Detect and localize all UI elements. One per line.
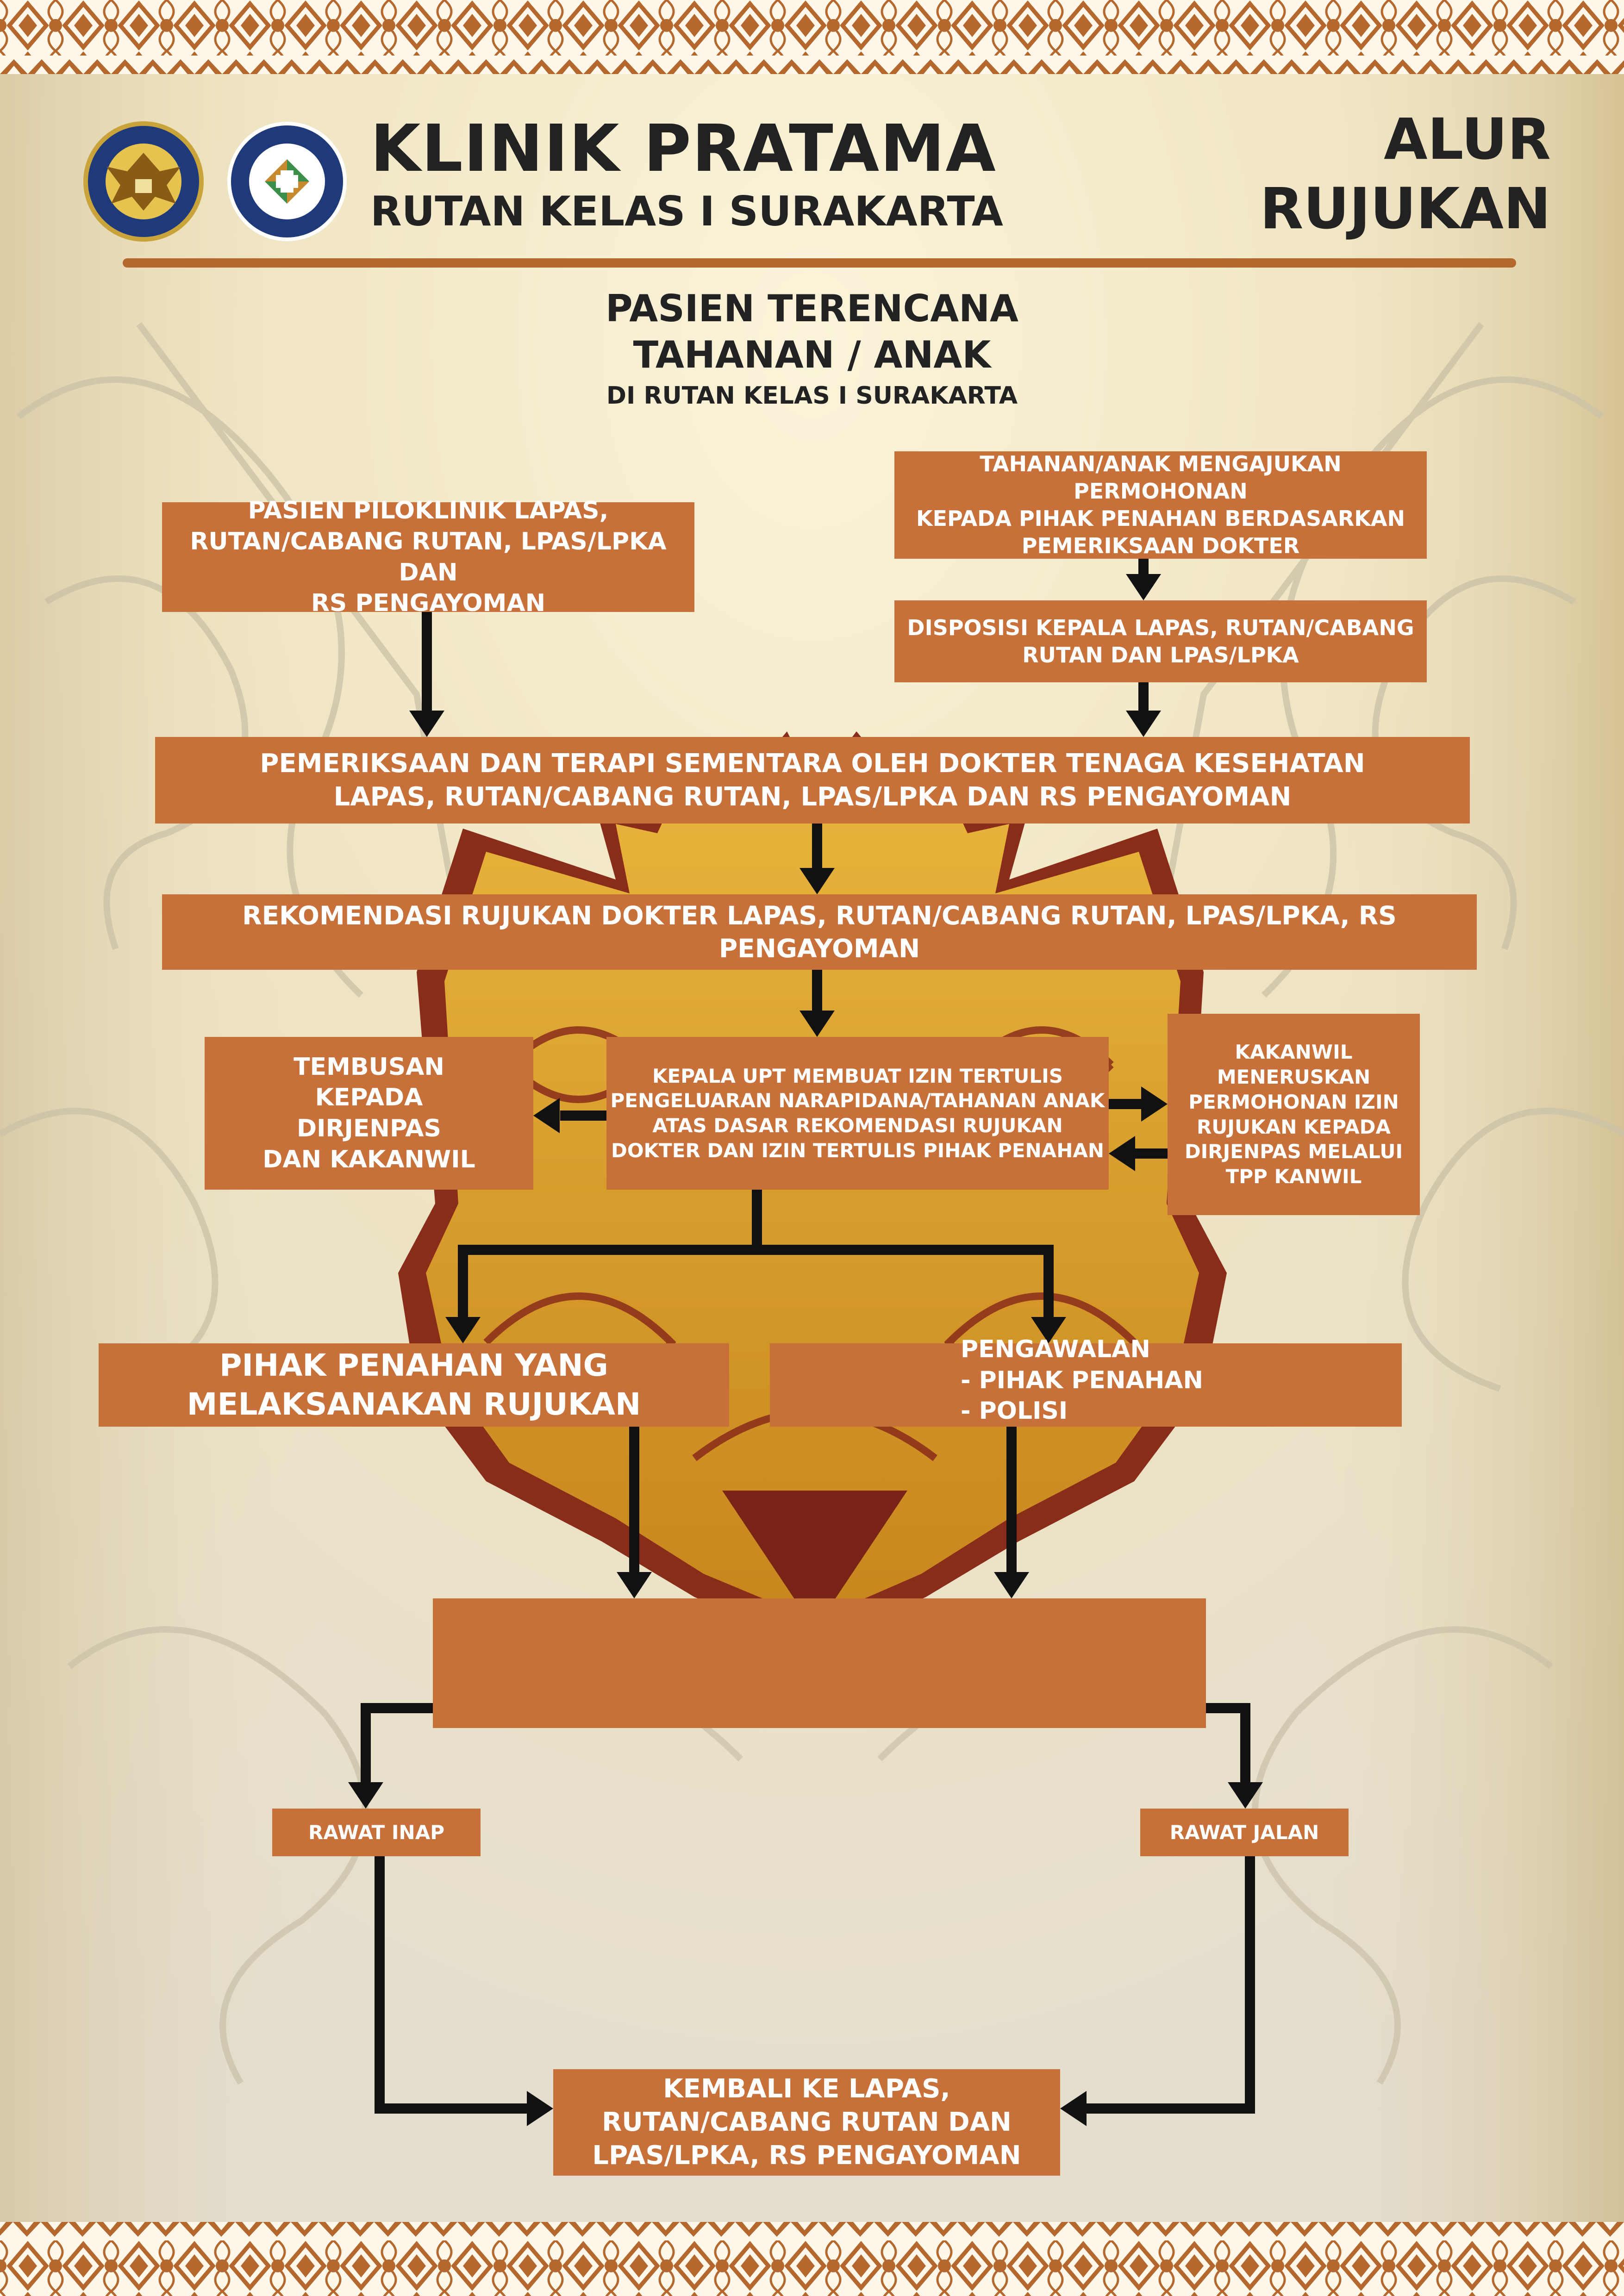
label-poliklinik: PASIEN PILOKLINIK LAPAS, RUTAN/CABANG RU…	[190, 497, 667, 618]
arrow-pemeriksaan-to-rekomendasi-head	[800, 868, 835, 894]
label-izin: KEPALA UPT MEMBUAT IZIN TERTULIS PENGELU…	[610, 1064, 1105, 1162]
box-rawat-inap	[272, 1809, 481, 1856]
label-pengawalan: PENGAWALAN - PIHAK PENAHAN - POLISI	[961, 1335, 1203, 1425]
label-disposisi: DISPOSISI KEPALA LAPAS, RUTAN/CABANG RUT…	[907, 615, 1414, 668]
box-rumah-sakit	[433, 1598, 1206, 1728]
arrow-split-left-head	[445, 1317, 481, 1343]
arrow-jalan-to-kembali-head	[1060, 2091, 1087, 2126]
doc-title-line2: RUJUKAN	[1260, 176, 1551, 242]
flow-boxes	[99, 451, 1477, 2176]
box-pihak-penahan	[99, 1343, 729, 1427]
label-pemeriksaan: PEMERIKSAAN DAN TERAPI SEMENTARA OLEH DO…	[260, 748, 1365, 812]
label-rumah-sakit	[433, 1598, 1206, 1728]
arrow-rs-to-inap-head	[348, 1782, 383, 1809]
arrow-izin-split-line	[458, 1190, 762, 1319]
label-permohonan: TAHANAN/ANAK MENGAJUKAN PERMOHONAN KEPAD…	[916, 451, 1405, 558]
box-tembusan	[205, 1037, 533, 1190]
label-kakanwil: KAKANWIL MENERUSKAN PERMOHONAN IZIN RUJU…	[1184, 1041, 1403, 1188]
arrow-rs-to-jalan-line	[1206, 1703, 1250, 1785]
arrow-kakanwil-to-izin-head	[1109, 1136, 1135, 1171]
arrow-izin-to-kakanwil-head	[1141, 1086, 1168, 1122]
box-disposisi	[894, 600, 1427, 682]
box-pengawalan	[770, 1343, 1402, 1427]
clinic-title: KLINIK PRATAMA	[370, 111, 997, 187]
arrow-jalan-to-kembali-line	[1086, 1856, 1255, 2114]
box-kakanwil	[1168, 1014, 1420, 1215]
arrow-izin-split-right-line	[757, 1245, 1054, 1319]
doc-title-line1: ALUR	[1384, 106, 1551, 172]
label-tembusan: TEMBUSAN KEPADA DIRJENPAS DAN KAKANWIL	[262, 1053, 475, 1173]
arrow-rekomendasi-to-izin-head	[800, 1011, 835, 1037]
label-kembali: KEMBALI KE LAPAS, RUTAN/CABANG RUTAN DAN…	[592, 2074, 1021, 2171]
flow-arrows	[348, 559, 1263, 2126]
arrow-pihak-to-rs-head	[617, 1572, 652, 1598]
arrow-permohonan-to-disposisi-head	[1126, 574, 1161, 600]
box-permohonan	[894, 451, 1427, 559]
box-kembali	[553, 2069, 1060, 2176]
arrow-inap-to-kembali-head	[527, 2091, 553, 2126]
top-border	[0, 0, 1624, 56]
ministry-logo	[83, 121, 204, 242]
label-rawat-jalan: RAWAT JALAN	[1169, 1821, 1319, 1844]
klinik-logo	[227, 122, 347, 241]
arrow-rs-to-jalan-head	[1228, 1782, 1263, 1809]
arrow-disposisi-to-pemeriksaan-head	[1126, 711, 1161, 737]
label-rekomendasi: REKOMENDASI RUJUKAN DOKTER LAPAS, RUTAN/…	[242, 901, 1397, 963]
box-rekomendasi	[162, 894, 1477, 970]
arrow-inap-to-kembali-line	[375, 1856, 528, 2114]
arrow-izin-to-tembusan-head	[533, 1098, 560, 1133]
clinic-subtitle: RUTAN KELAS I SURAKARTA	[370, 187, 1003, 235]
bottom-border	[0, 2240, 1624, 2296]
box-rawat-jalan	[1140, 1809, 1349, 1856]
section-heading-line2: TAHANAN / ANAK	[633, 333, 991, 376]
section-heading-line3: DI RUTAN KELAS I SURAKARTA	[606, 382, 1018, 410]
arrow-pengawalan-to-rs-head	[994, 1572, 1029, 1598]
arrow-poliklinik-to-pemeriksaan-head	[409, 711, 444, 737]
box-pemeriksaan	[155, 737, 1470, 824]
arrow-rs-to-inap-line	[361, 1703, 433, 1785]
label-rawat-inap: RAWAT INAP	[308, 1821, 444, 1844]
label-pihak-penahan: PIHAK PENAHAN YANG MELAKSANAKAN RUJUKAN	[187, 1347, 641, 1422]
arrow-split-right-head	[1031, 1317, 1066, 1343]
box-izin	[606, 1037, 1109, 1190]
section-heading-line1: PASIEN TERENCANA	[606, 287, 1018, 330]
box-poliklinik	[162, 502, 694, 612]
